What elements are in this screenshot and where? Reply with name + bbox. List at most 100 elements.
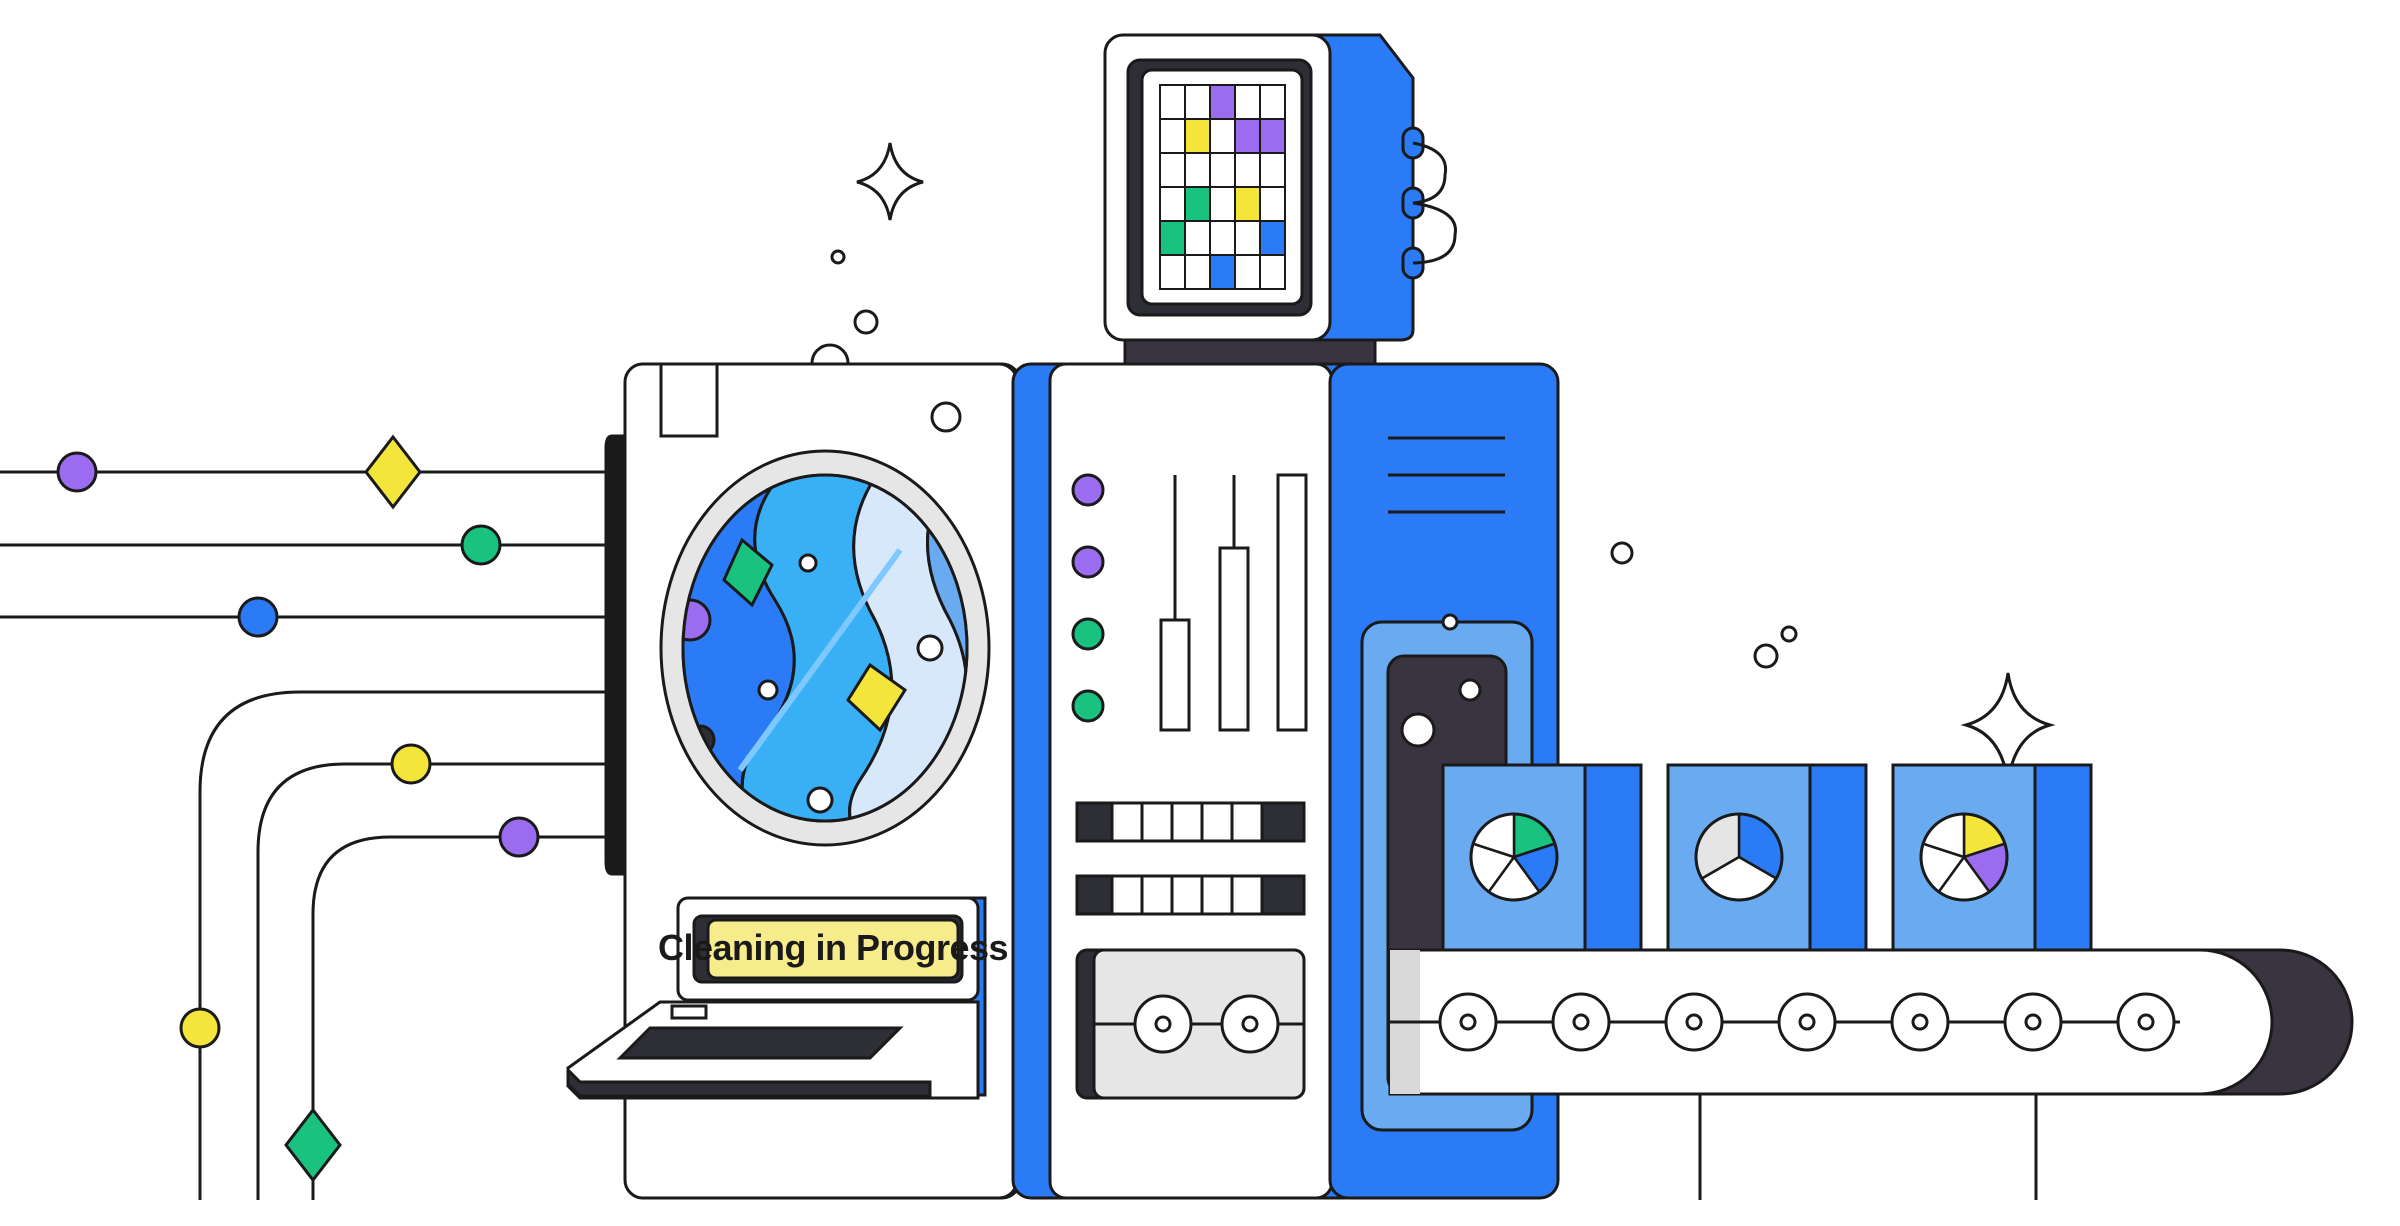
door-bubble [1458, 678, 1482, 702]
purple-indicator-light [1071, 545, 1105, 579]
pipe-5 [256, 762, 612, 1200]
grid-cell [1159, 118, 1186, 154]
green-indicator-light [1071, 689, 1105, 723]
purple-indicator-light [1071, 473, 1105, 507]
keyboard-key [670, 1004, 708, 1020]
roller-hub [1911, 1013, 1929, 1031]
washer-unit: Cleaning in Progress [566, 362, 1022, 1200]
roller-hub [1685, 1013, 1703, 1031]
sparkle-icon [856, 142, 924, 221]
grid-cell [1234, 84, 1261, 120]
key [1110, 801, 1144, 843]
reel-hub [1241, 1015, 1259, 1033]
glare [737, 548, 903, 772]
boxes [1441, 763, 2093, 952]
pie-outline [1919, 812, 2009, 902]
sliders[interactable] [1159, 473, 1308, 732]
box-side [1806, 763, 1868, 952]
rollers [1438, 992, 2176, 1052]
yellow-token [179, 1007, 221, 1049]
grid-cell [1234, 220, 1261, 256]
roller-hub [1459, 1013, 1477, 1031]
monitor-handle [1412, 201, 1457, 265]
grid-cell [1259, 152, 1286, 188]
bubble [806, 786, 834, 814]
key-strip [1075, 801, 1306, 843]
box-side [1581, 763, 1643, 952]
pie-outline [1469, 812, 1559, 902]
grid-cell [1159, 186, 1186, 222]
bubble [798, 553, 818, 573]
reel-hub [1154, 1015, 1172, 1033]
grid-cell [1184, 220, 1211, 256]
green-diamond-token [284, 1107, 342, 1183]
pipe-6 [311, 835, 612, 1200]
monitor-handle [1412, 141, 1448, 205]
key [1170, 874, 1204, 916]
bubble [810, 343, 850, 364]
slider-handle[interactable] [1218, 546, 1250, 732]
status-label: Cleaning in Progress [658, 927, 1008, 968]
roller-hub [2137, 1013, 2155, 1031]
grid-cell [1209, 84, 1236, 120]
bubble [853, 309, 879, 335]
tape-deck [1075, 948, 1306, 1100]
slider-handle[interactable] [1159, 618, 1191, 732]
grid-cell [1159, 220, 1186, 256]
key [1140, 801, 1174, 843]
top-monitor [1103, 33, 1457, 368]
purple-token [498, 816, 540, 858]
slider-handle[interactable] [1276, 473, 1308, 732]
bubble [1753, 643, 1779, 669]
grid-cell [1159, 152, 1186, 188]
pie-outline [1694, 812, 1784, 902]
door-bubble [1400, 712, 1436, 748]
key [1230, 874, 1264, 916]
bubble [916, 634, 944, 662]
yellow-diamond-token [364, 434, 422, 510]
green-diamond-token [722, 537, 774, 608]
bubble [1780, 625, 1798, 643]
keyboard-keys [616, 1026, 904, 1060]
grid-cell [1259, 84, 1286, 120]
grid-cell [1184, 152, 1211, 188]
bubble [830, 249, 846, 265]
grid-cell [1159, 84, 1186, 120]
key [1200, 801, 1234, 843]
grid-cell [1209, 220, 1236, 256]
green-token [460, 524, 502, 566]
grid-cell [1234, 118, 1261, 154]
indicator-dot [930, 401, 962, 433]
roller-hub [1572, 1013, 1590, 1031]
grid-cell [1184, 118, 1211, 154]
grid-cell [1209, 152, 1236, 188]
grid-cell [1259, 254, 1286, 290]
status-label-bg [706, 918, 960, 980]
blue-token [237, 596, 279, 638]
drum-outline [681, 473, 969, 823]
grid-cell [1259, 186, 1286, 222]
purple-token [56, 451, 98, 493]
key [1140, 874, 1174, 916]
grid-cell [1159, 254, 1186, 290]
roller-hub [1798, 1013, 1816, 1031]
keyboard-side [566, 1066, 932, 1098]
indicator-lights [1071, 473, 1105, 723]
grid-cell [1184, 186, 1211, 222]
key [1230, 801, 1264, 843]
input-pipes [0, 470, 612, 1200]
key [1200, 874, 1234, 916]
side-connector [604, 434, 627, 876]
grid-cell [1234, 254, 1261, 290]
key [1110, 874, 1144, 916]
screen-grid [1159, 84, 1286, 290]
grid-cell [1234, 152, 1261, 188]
green-indicator-light [1071, 617, 1105, 651]
box-side [2031, 763, 2093, 952]
decorations [810, 142, 2056, 784]
bubble [1610, 541, 1634, 565]
yellow-token [390, 743, 432, 785]
key-strip [1075, 874, 1306, 916]
pipe-4 [198, 690, 612, 1200]
